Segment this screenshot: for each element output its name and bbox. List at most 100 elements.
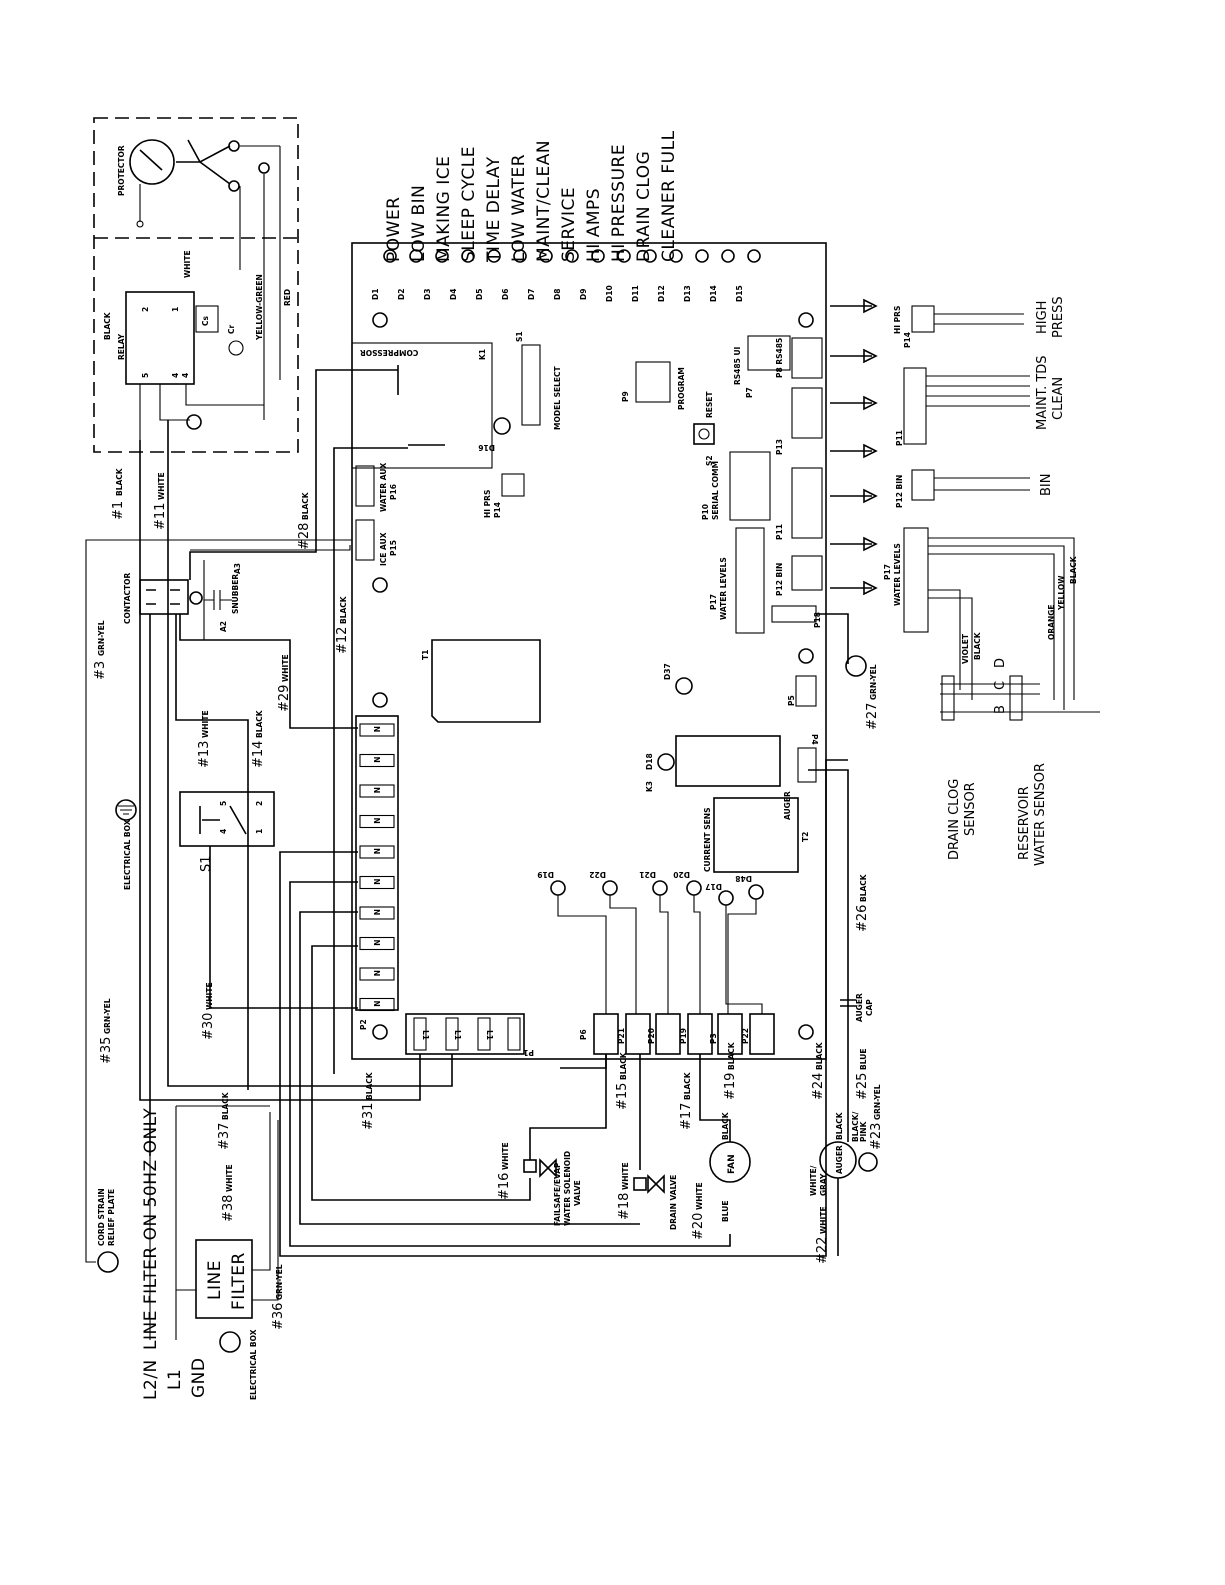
p1-pin (507, 1017, 521, 1051)
wire-23-id: #23 (869, 1123, 884, 1150)
label-d6: D6 (501, 289, 510, 300)
label-k1: K1 (478, 349, 487, 360)
label-p14-board: P14 (493, 502, 502, 518)
wire-19-color: BLACK (727, 1041, 736, 1070)
wire-29 (179, 614, 358, 729)
led-d18 (657, 753, 675, 771)
label-p1-l1: L1 (421, 1030, 430, 1040)
p15-ice-aux (355, 519, 375, 561)
label-contactor: CONTACTOR (123, 573, 132, 624)
label-d16: D16 (478, 443, 495, 452)
led-wire (725, 905, 763, 1014)
wire-15 (529, 1054, 607, 1160)
label-ice-aux: ICE AUX (379, 532, 388, 566)
wire-15-id: #15 (615, 1083, 630, 1110)
indicator-hi-pressure: HI PRESSURE (609, 144, 629, 262)
wire-18-id: #18 (617, 1193, 632, 1220)
label-auger-black: BLACK (835, 1111, 844, 1140)
led-wire (727, 899, 757, 1014)
label-p2: P2 (359, 1019, 368, 1030)
label-cord-strain: CORD STRAIN (97, 1188, 106, 1246)
label-p1-l1: L1 (485, 1030, 494, 1040)
wire-31-id: #31 (361, 1103, 376, 1130)
led-d1 (383, 249, 397, 263)
water-sensors: B C D (940, 658, 1100, 721)
mount-hole (798, 648, 814, 664)
p2-pin-label: N (372, 787, 381, 793)
wire-28-color: BLACK (301, 491, 310, 520)
label-reservoir: RESERVOIR (1017, 786, 1032, 860)
label-serial-comm: SERIAL COMM (711, 461, 720, 520)
label-line-filter-note: LINE FILTER ON 50HZ ONLY (141, 1108, 161, 1350)
winding-terminal (228, 180, 240, 192)
label-reset: RESET (705, 391, 714, 418)
label-p12-bin-ext: P12 BIN (895, 475, 904, 508)
bottom-connectors: P6 P21 P20 P19 P3 P22 (579, 1013, 775, 1055)
wire-18-color: WHITE (621, 1162, 630, 1190)
label-l1: L1 (165, 1369, 185, 1390)
label-p21: P21 (617, 1028, 626, 1044)
mount-hole (372, 1024, 388, 1040)
ground-electrical-box-2 (219, 1331, 241, 1353)
p10-serial-comm-connector (729, 451, 771, 521)
p1-connector (405, 1013, 525, 1055)
label-d14: D14 (709, 285, 718, 302)
label-bin: BIN (1039, 474, 1054, 496)
label-auger-white: WHITE/ (809, 1165, 818, 1196)
hi-pressure-wires (934, 313, 1024, 325)
label-hi-prs-ext: HI PRS (893, 306, 902, 334)
p2-pin (359, 936, 395, 951)
label-current-sens: CURRENT SENS (703, 808, 712, 872)
maint-tds-wires (926, 375, 1030, 407)
led-d20 (686, 880, 702, 896)
led-d5 (487, 249, 501, 263)
relay-pin-2: 2 (141, 307, 150, 312)
label-t2: T2 (801, 832, 810, 842)
led-d15 (747, 249, 761, 263)
wire-35-color: GRN-YEL (103, 998, 112, 1034)
label-press: PRESS (1051, 296, 1066, 338)
compressor-enclosure (93, 117, 299, 453)
reset-button-s2 (693, 423, 715, 445)
mount-hole (798, 312, 814, 328)
arrow (830, 298, 878, 314)
wire-15-color: BLACK (619, 1051, 628, 1080)
wire-13-color: WHITE (201, 710, 210, 738)
failsafe-solenoid-valve (523, 1159, 537, 1173)
wire-3-color: GRN-YEL (97, 620, 106, 656)
wire-27-id: #27 (865, 703, 880, 730)
label-d19: D19 (537, 870, 554, 879)
compressor-windings (176, 139, 231, 185)
winding-terminal (228, 140, 240, 152)
label-sensor-c: C (993, 681, 1008, 690)
label-high: HIGH (1035, 301, 1050, 334)
wire-29-color: WHITE (281, 654, 290, 682)
p4-auger-connector (797, 747, 817, 783)
water-level-wires (928, 537, 1075, 710)
indicator-power: POWER (384, 197, 404, 263)
mount-hole (372, 312, 388, 328)
arrows (830, 298, 878, 596)
label-gnd: GND (189, 1358, 209, 1398)
board-outline (351, 242, 827, 1060)
label-compressor: COMPRESSOR (360, 348, 419, 357)
wire-36-id: #36 (271, 1303, 286, 1330)
s1-pin-2: 2 (255, 801, 264, 806)
p2-pin-label: N (372, 818, 381, 824)
wire-36-color: GRN-YEL (275, 1264, 284, 1300)
arrow (830, 348, 878, 364)
contactor-coil (189, 591, 203, 605)
label-d22: D22 (589, 870, 606, 879)
label-d11: D11 (631, 285, 640, 302)
indicator-drain-clog: DRAIN CLOG (634, 151, 654, 262)
contactor-contacts (146, 589, 180, 605)
label-p19: P19 (679, 1028, 688, 1044)
wire-19 (699, 1054, 731, 1142)
wire-11-id: #11 (153, 503, 168, 530)
p2-pin-label: N (372, 757, 381, 763)
label-s1: S1 (199, 855, 214, 872)
label-p11-board: P11 (775, 524, 784, 540)
label-cr: Cr (227, 324, 236, 334)
wire-27-color: GRN-YEL (869, 664, 878, 700)
